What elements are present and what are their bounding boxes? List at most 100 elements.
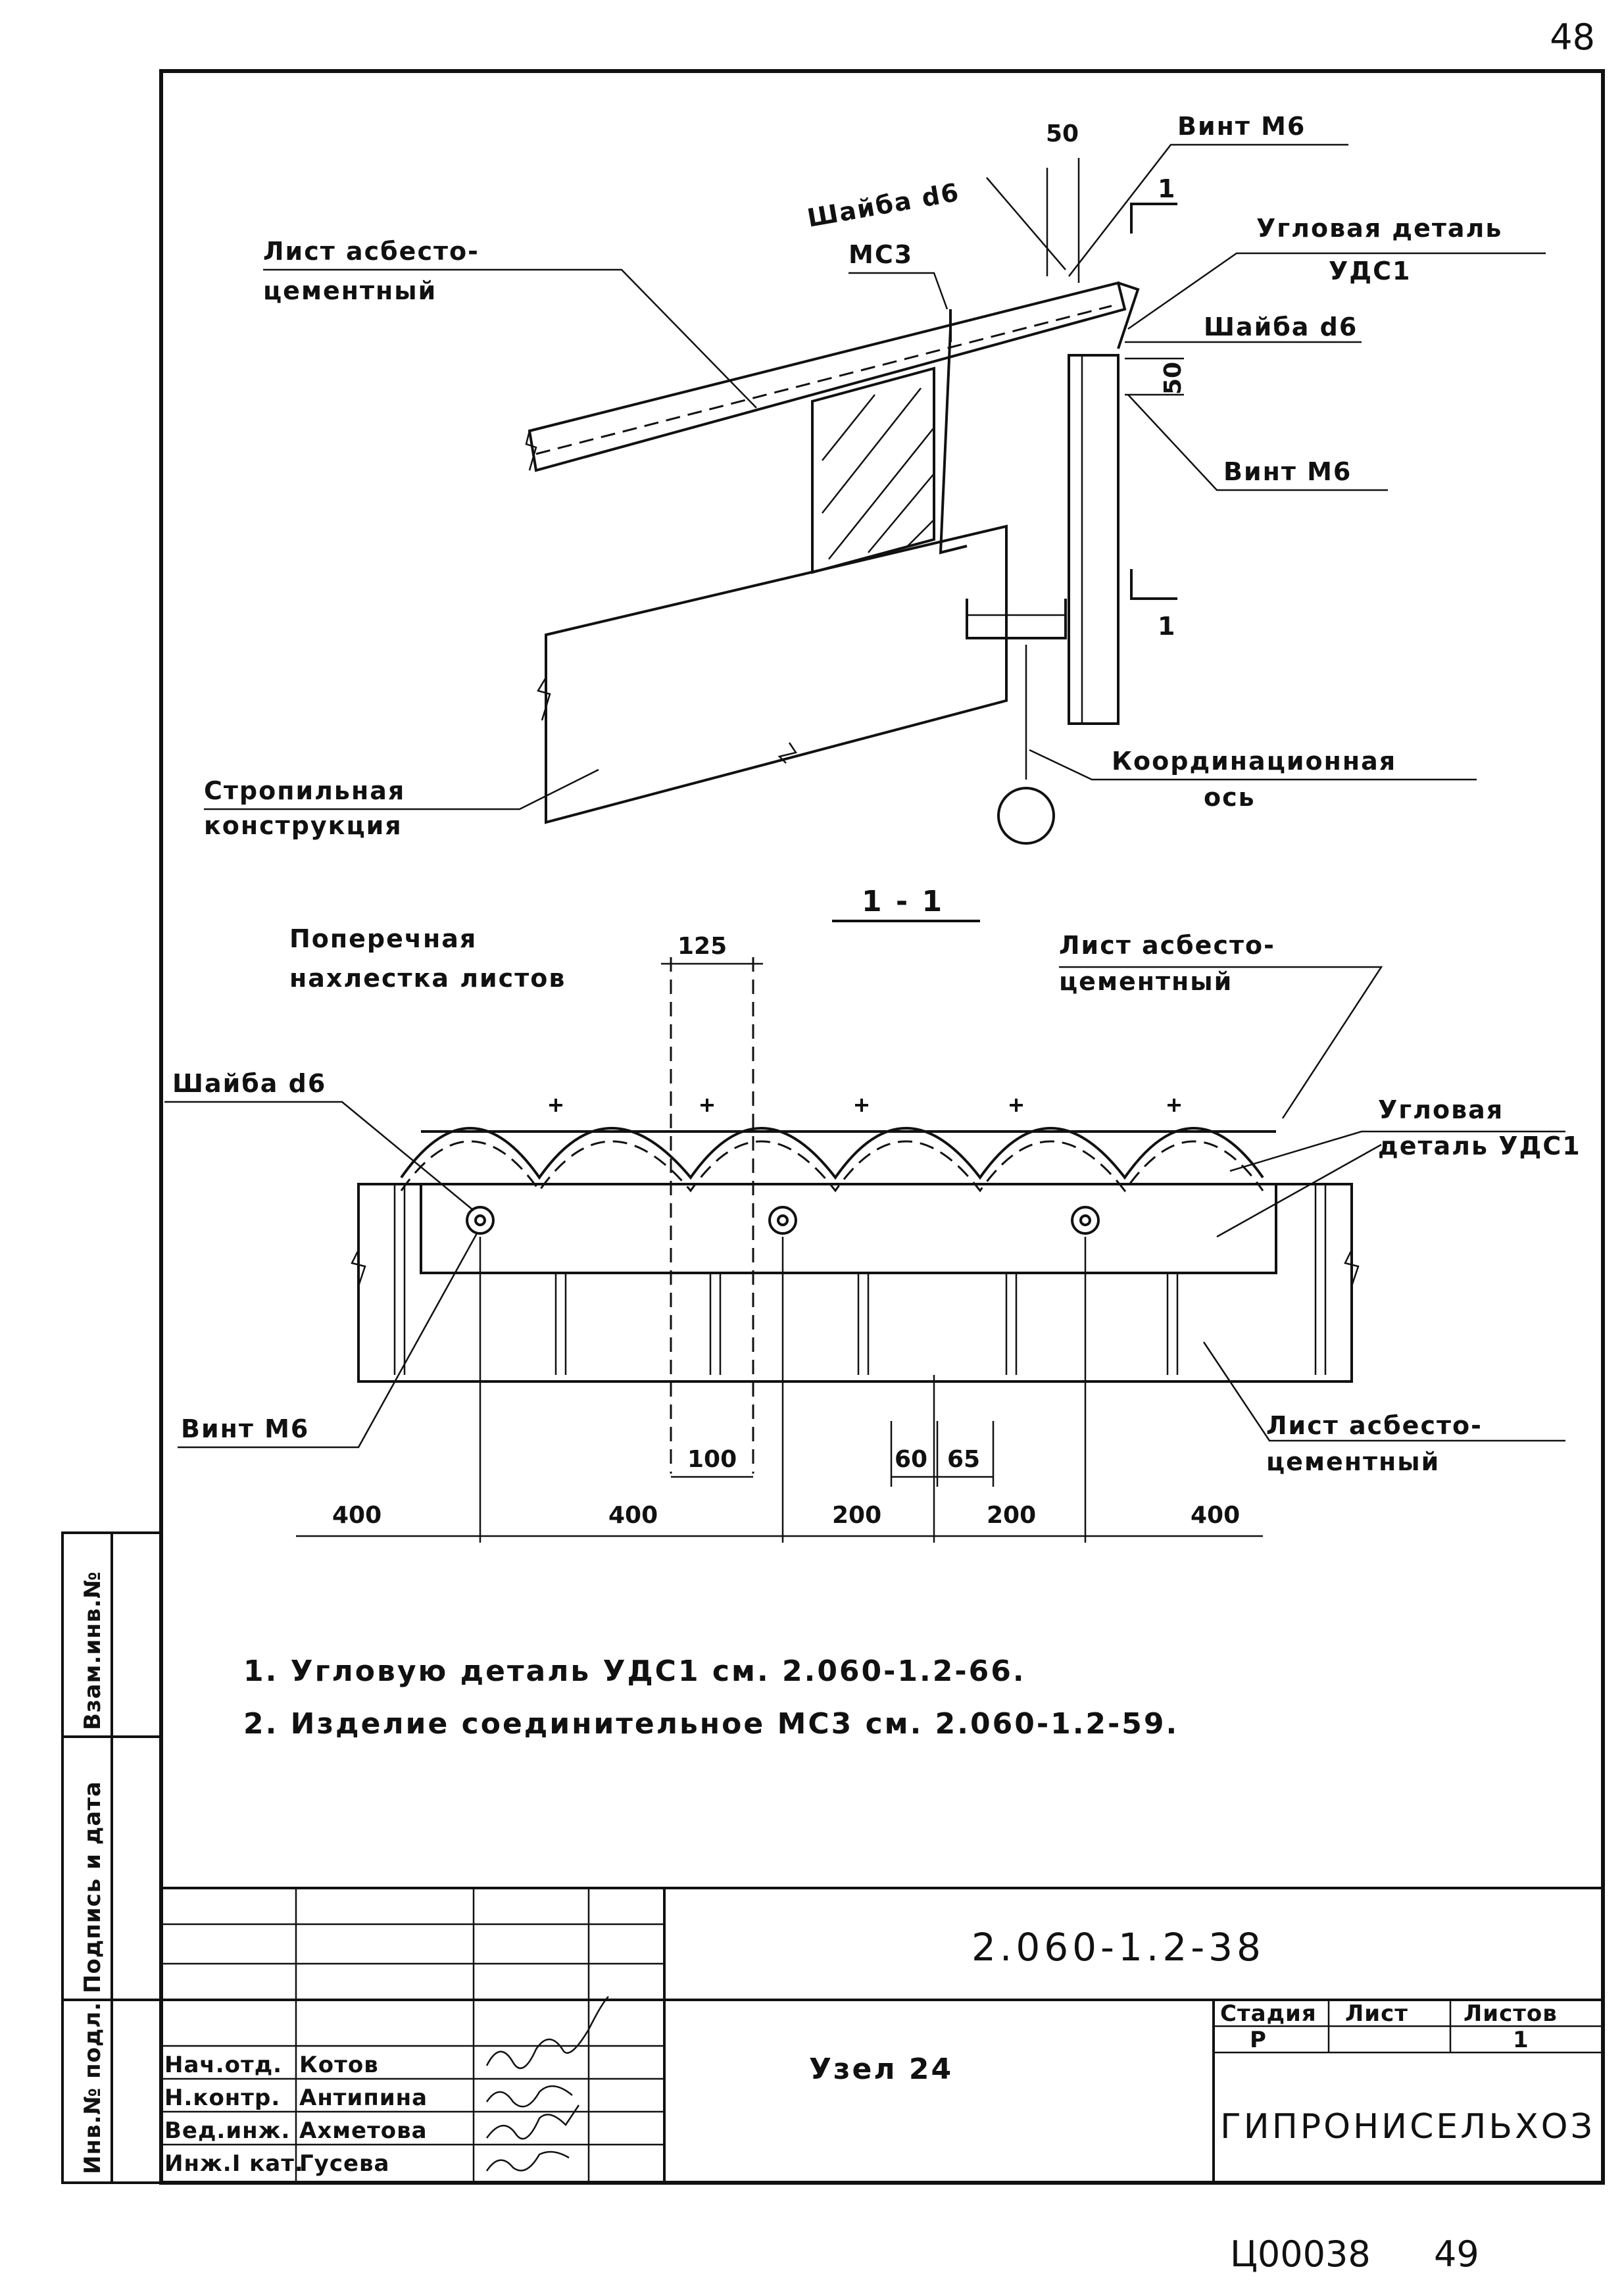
side-stamp-vzam-inv: Взам.инв.№	[80, 1571, 106, 1730]
dim-100: 100	[687, 1446, 737, 1473]
section-1-1-view: 1 - 1	[164, 885, 1581, 1543]
label-corner-detail-section-2: деталь УДС1	[1378, 1132, 1581, 1160]
header-sheets: Листов	[1464, 2001, 1558, 2027]
label-corner-detail-section-1: Угловая	[1378, 1095, 1504, 1124]
connector-ms3	[939, 328, 968, 555]
leader-asbestos-sheet	[263, 268, 757, 409]
leader-shaiba-d6-top	[986, 177, 1066, 270]
label-ms3: МС3	[849, 240, 913, 269]
label-asbestos-bottom-2: цементный	[1266, 1447, 1440, 1476]
label-rafter-structure-2: конструкция	[204, 811, 403, 840]
sheet-title: Узел 24	[809, 2052, 953, 2086]
label-asbestos-bottom-1: Лист асбесто-	[1266, 1411, 1483, 1440]
label-shaiba-d6-right: Шайба d6	[1204, 312, 1358, 341]
timber-block	[811, 366, 935, 574]
dim-50-right: 50	[1160, 362, 1187, 395]
dim-65: 65	[947, 1446, 980, 1473]
signature-3	[485, 2104, 580, 2140]
leader-vint-m6-right	[1127, 394, 1388, 491]
label-coordination-axis-2: ось	[1204, 783, 1256, 812]
timber-hatch	[822, 387, 935, 560]
label-transverse-overlap-1: Поперечная	[289, 924, 477, 953]
header-sheet: Лист	[1345, 2001, 1408, 2027]
header-stage: Стадия	[1220, 2001, 1317, 2027]
label-asbestos-sheet-2: цементный	[263, 276, 437, 305]
side-stamp-inv-podl: Инв.№ подл.	[80, 2002, 106, 2174]
break-mark	[351, 1249, 366, 1287]
organization: ГИПРОНИСЕЛЬХОЗ	[1220, 2107, 1595, 2147]
label-washer-d6: Шайба d6	[172, 1069, 326, 1098]
drawing-frame	[159, 69, 1605, 2185]
value-stage: Р	[1250, 2027, 1267, 2053]
note-2: 2. Изделие соединительное МС3 см. 2.060-…	[243, 1707, 1179, 1741]
label-vint-m6-top: Винт М6	[1177, 112, 1306, 141]
label-rafter-structure-1: Стропильная	[204, 776, 405, 805]
leader-asbestos-bottom	[1202, 1341, 1565, 1442]
bolt-markers	[466, 1206, 1100, 1235]
page-number-top: 48	[1550, 16, 1595, 58]
leader-coordination-axis	[1029, 749, 1477, 781]
dim-bottom-2: 400	[608, 1502, 658, 1529]
channel-profile	[966, 599, 1067, 639]
note-1: 1. Угловую деталь УДС1 см. 2.060-1.2-66.	[243, 1654, 1026, 1688]
name-4: Гусева	[299, 2151, 390, 2177]
archive-code: Ц00038	[1230, 2233, 1371, 2275]
wall-sheet	[357, 1183, 1353, 1383]
dim-60: 60	[895, 1446, 927, 1473]
wall-corrugation-lines	[393, 1184, 1327, 1375]
label-vint-m6-right: Винт М6	[1223, 457, 1352, 486]
rafter-break-bottom	[777, 742, 798, 764]
dim-bottom-4: 200	[987, 1502, 1036, 1529]
roof-sheet	[528, 281, 1127, 472]
leader-asbestos-top	[1059, 966, 1383, 1119]
rafter-break-left	[537, 677, 551, 721]
leader-washer-d6	[164, 1101, 474, 1211]
label-coordination-axis-1: Координационная	[1112, 747, 1396, 776]
break-mark	[1344, 1249, 1360, 1287]
corner-detail-bar	[420, 1183, 1277, 1274]
dim-125: 125	[677, 933, 727, 960]
leader-corner-detail-bar	[1216, 1143, 1382, 1238]
label-corner-detail-2: УДС1	[1329, 257, 1411, 286]
value-sheets: 1	[1513, 2027, 1529, 2053]
section-mark-top	[1130, 203, 1177, 234]
rafter-structure	[545, 524, 1008, 824]
corrugated-sheet-profile	[400, 1127, 1264, 1180]
break-mark	[525, 430, 537, 471]
signature-2	[485, 2085, 573, 2108]
leader-ms3	[849, 272, 948, 310]
role-2: Н.контр.	[164, 2085, 280, 2111]
node-detail-view: 50 Винт М6 Шайба d6 1 Угловая деталь УДС…	[204, 112, 1546, 845]
leader-corner-detail-section	[1229, 1130, 1565, 1172]
role-4: Инж.I кат.	[164, 2151, 304, 2177]
signature-1	[485, 1996, 609, 2070]
name-3: Ахметова	[299, 2118, 428, 2144]
name-1: Котов	[299, 2052, 379, 2078]
doc-code: 2.060-1.2-38	[972, 1925, 1265, 1970]
top-fasteners	[549, 1099, 1181, 1112]
corner-detail-udc1	[1117, 282, 1140, 349]
label-screw-m6: Винт М6	[181, 1414, 309, 1443]
role-1: Нач.отд.	[164, 2052, 282, 2078]
dim-bottom-3: 200	[832, 1502, 881, 1529]
section-mark-bottom	[1130, 569, 1177, 600]
name-2: Антипина	[299, 2085, 428, 2111]
leader-screw-m6	[178, 1233, 478, 1449]
title-block: 2.060-1.2-38 Узел 24 Стадия Лист Листов …	[161, 1887, 1603, 2183]
corrugated-sheet-overlap	[400, 1140, 1264, 1193]
leader-vint-m6-top	[1068, 143, 1348, 277]
coordination-axis-bubble	[997, 787, 1055, 845]
section-title: 1 - 1	[862, 885, 944, 918]
label-shaiba-d6-top: Шайба d6	[805, 178, 962, 233]
dimension-chain-ticks	[479, 1237, 1087, 1543]
dim-bottom-5: 400	[1191, 1502, 1240, 1529]
dim-bottom-1: 400	[332, 1502, 381, 1529]
wall-panel	[1068, 354, 1120, 725]
signature-4	[485, 2151, 570, 2172]
dim-50-top: 50	[1046, 120, 1079, 147]
section-mark-top-label: 1	[1158, 174, 1176, 203]
page-number-bottom: 49	[1434, 2233, 1479, 2275]
roof-sheet-hidden-line	[535, 305, 1112, 455]
notes: 1. Угловую деталь УДС1 см. 2.060-1.2-66.…	[243, 1654, 1179, 1741]
leader-corner-detail	[1127, 252, 1546, 330]
